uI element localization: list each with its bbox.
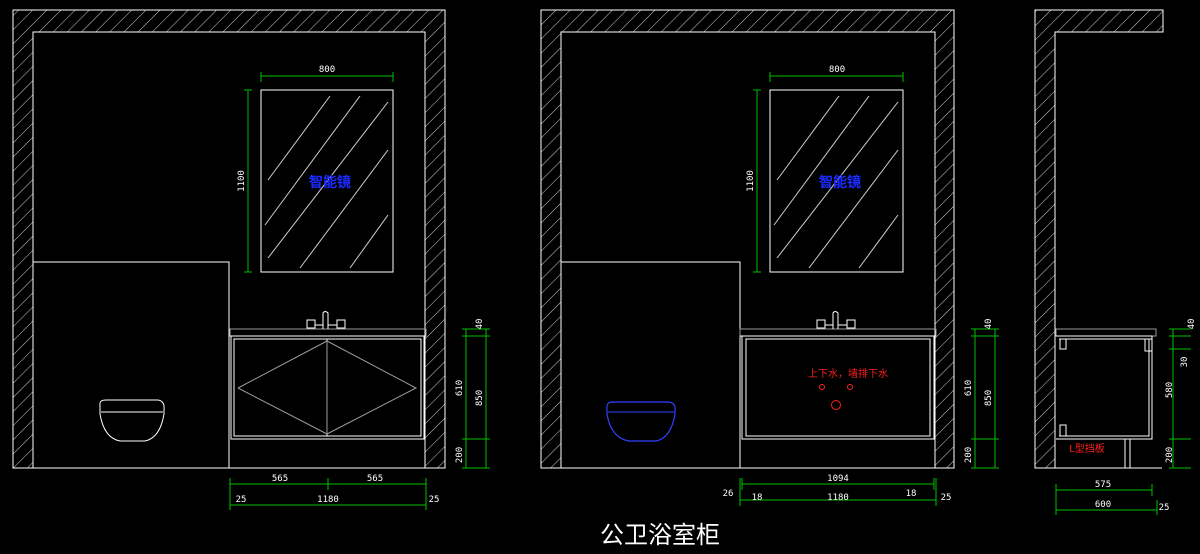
baffle-label: L型挡板 (1069, 442, 1105, 455)
dim-850-text: 850 (475, 390, 485, 406)
bottom-dims-2: 1094 26 18 1180 18 25 (723, 474, 952, 506)
dim-610-text-2: 610 (964, 380, 974, 396)
pipe-hole-right (847, 384, 853, 390)
section-dim-580-text: 580 (1165, 382, 1175, 398)
vanity-cabinet-2: 上下水，墙排下水 (741, 335, 935, 440)
mirror-label-2: 智能镜 (818, 174, 861, 191)
vanity-cabinet (230, 335, 425, 440)
wall-hatch-middle (540, 9, 955, 469)
right-vertical-dims-2: 40 610 850 200 (964, 319, 999, 469)
mirror-width-text-2: 800 (829, 65, 845, 75)
section-dim-575-text: 575 (1095, 480, 1111, 490)
dim-1180-text: 1180 (317, 495, 339, 505)
section-bottom-dims: 575 600 25 (1055, 480, 1170, 515)
elevation-2: 智能镜 800 1100 上下水，墙排下水 (540, 9, 999, 506)
dim-565-right-text: 565 (367, 474, 383, 484)
section-view: L型挡板 40 30 580 200 575 600 25 (1034, 9, 1197, 515)
dim-610-text: 610 (455, 380, 465, 396)
section-dim-25-text: 25 (1159, 503, 1170, 513)
dim-25-left-text: 25 (236, 495, 247, 505)
dim-18-right-text: 18 (906, 489, 917, 499)
mirror-height-dim-2: 1100 (746, 89, 761, 273)
section-dim-40-text: 40 (1187, 319, 1197, 330)
toilet (99, 399, 165, 442)
countertop (229, 328, 427, 337)
mirror-height-text: 1100 (237, 170, 247, 192)
drain-hole (831, 400, 841, 410)
elevation-1: 智能镜 800 1100 (12, 9, 490, 510)
dim-850-text-2: 850 (984, 390, 994, 406)
dim-565-left-text: 565 (272, 474, 288, 484)
dim-40-text-2: 40 (984, 319, 994, 330)
countertop-2 (739, 328, 937, 337)
faucet-2 (816, 311, 856, 329)
section-countertop (1055, 328, 1157, 337)
mirror-2: 智能镜 (769, 89, 904, 273)
dim-25-right-text: 25 (429, 495, 440, 505)
partition-box (33, 261, 230, 468)
dim-18-left-text: 18 (752, 493, 763, 503)
mirror-height-text-2: 1100 (746, 170, 756, 192)
section-dim-600-text: 600 (1095, 500, 1111, 510)
dim-200-text: 200 (455, 447, 465, 463)
mirror-width-text: 800 (319, 65, 335, 75)
partition-box-2 (561, 261, 741, 468)
dim-200-text-2: 200 (964, 447, 974, 463)
wall-hatch-right (1034, 9, 1164, 469)
section-dim-30-text: 30 (1180, 357, 1190, 368)
mirror-label: 智能镜 (308, 174, 351, 191)
mirror-width-dim: 800 (260, 65, 394, 82)
mirror-height-dim: 1100 (237, 89, 252, 273)
toilet-2 (606, 401, 676, 442)
dim-1180-text-2: 1180 (827, 493, 849, 503)
section-cabinet (1056, 335, 1153, 468)
faucet (306, 311, 346, 329)
dim-26-text: 26 (723, 489, 734, 499)
mirror: 智能镜 (260, 89, 394, 273)
dim-25-text-2: 25 (941, 493, 952, 503)
wall-hatch-left (12, 9, 446, 469)
right-vertical-dims: 40 610 850 200 (455, 319, 490, 469)
section-vertical-dims: 40 30 580 200 (1165, 319, 1197, 469)
drawing-title: 公卫浴室柜 (600, 521, 720, 549)
plumbing-label: 上下水，墙排下水 (808, 367, 888, 380)
pipe-hole-left (819, 384, 825, 390)
mirror-width-dim-2: 800 (769, 65, 904, 82)
dim-1094-text: 1094 (827, 474, 849, 484)
dim-40-text: 40 (475, 319, 485, 330)
bottom-dims: 565 565 25 1180 25 (229, 474, 440, 510)
section-dim-200-text: 200 (1165, 447, 1175, 463)
